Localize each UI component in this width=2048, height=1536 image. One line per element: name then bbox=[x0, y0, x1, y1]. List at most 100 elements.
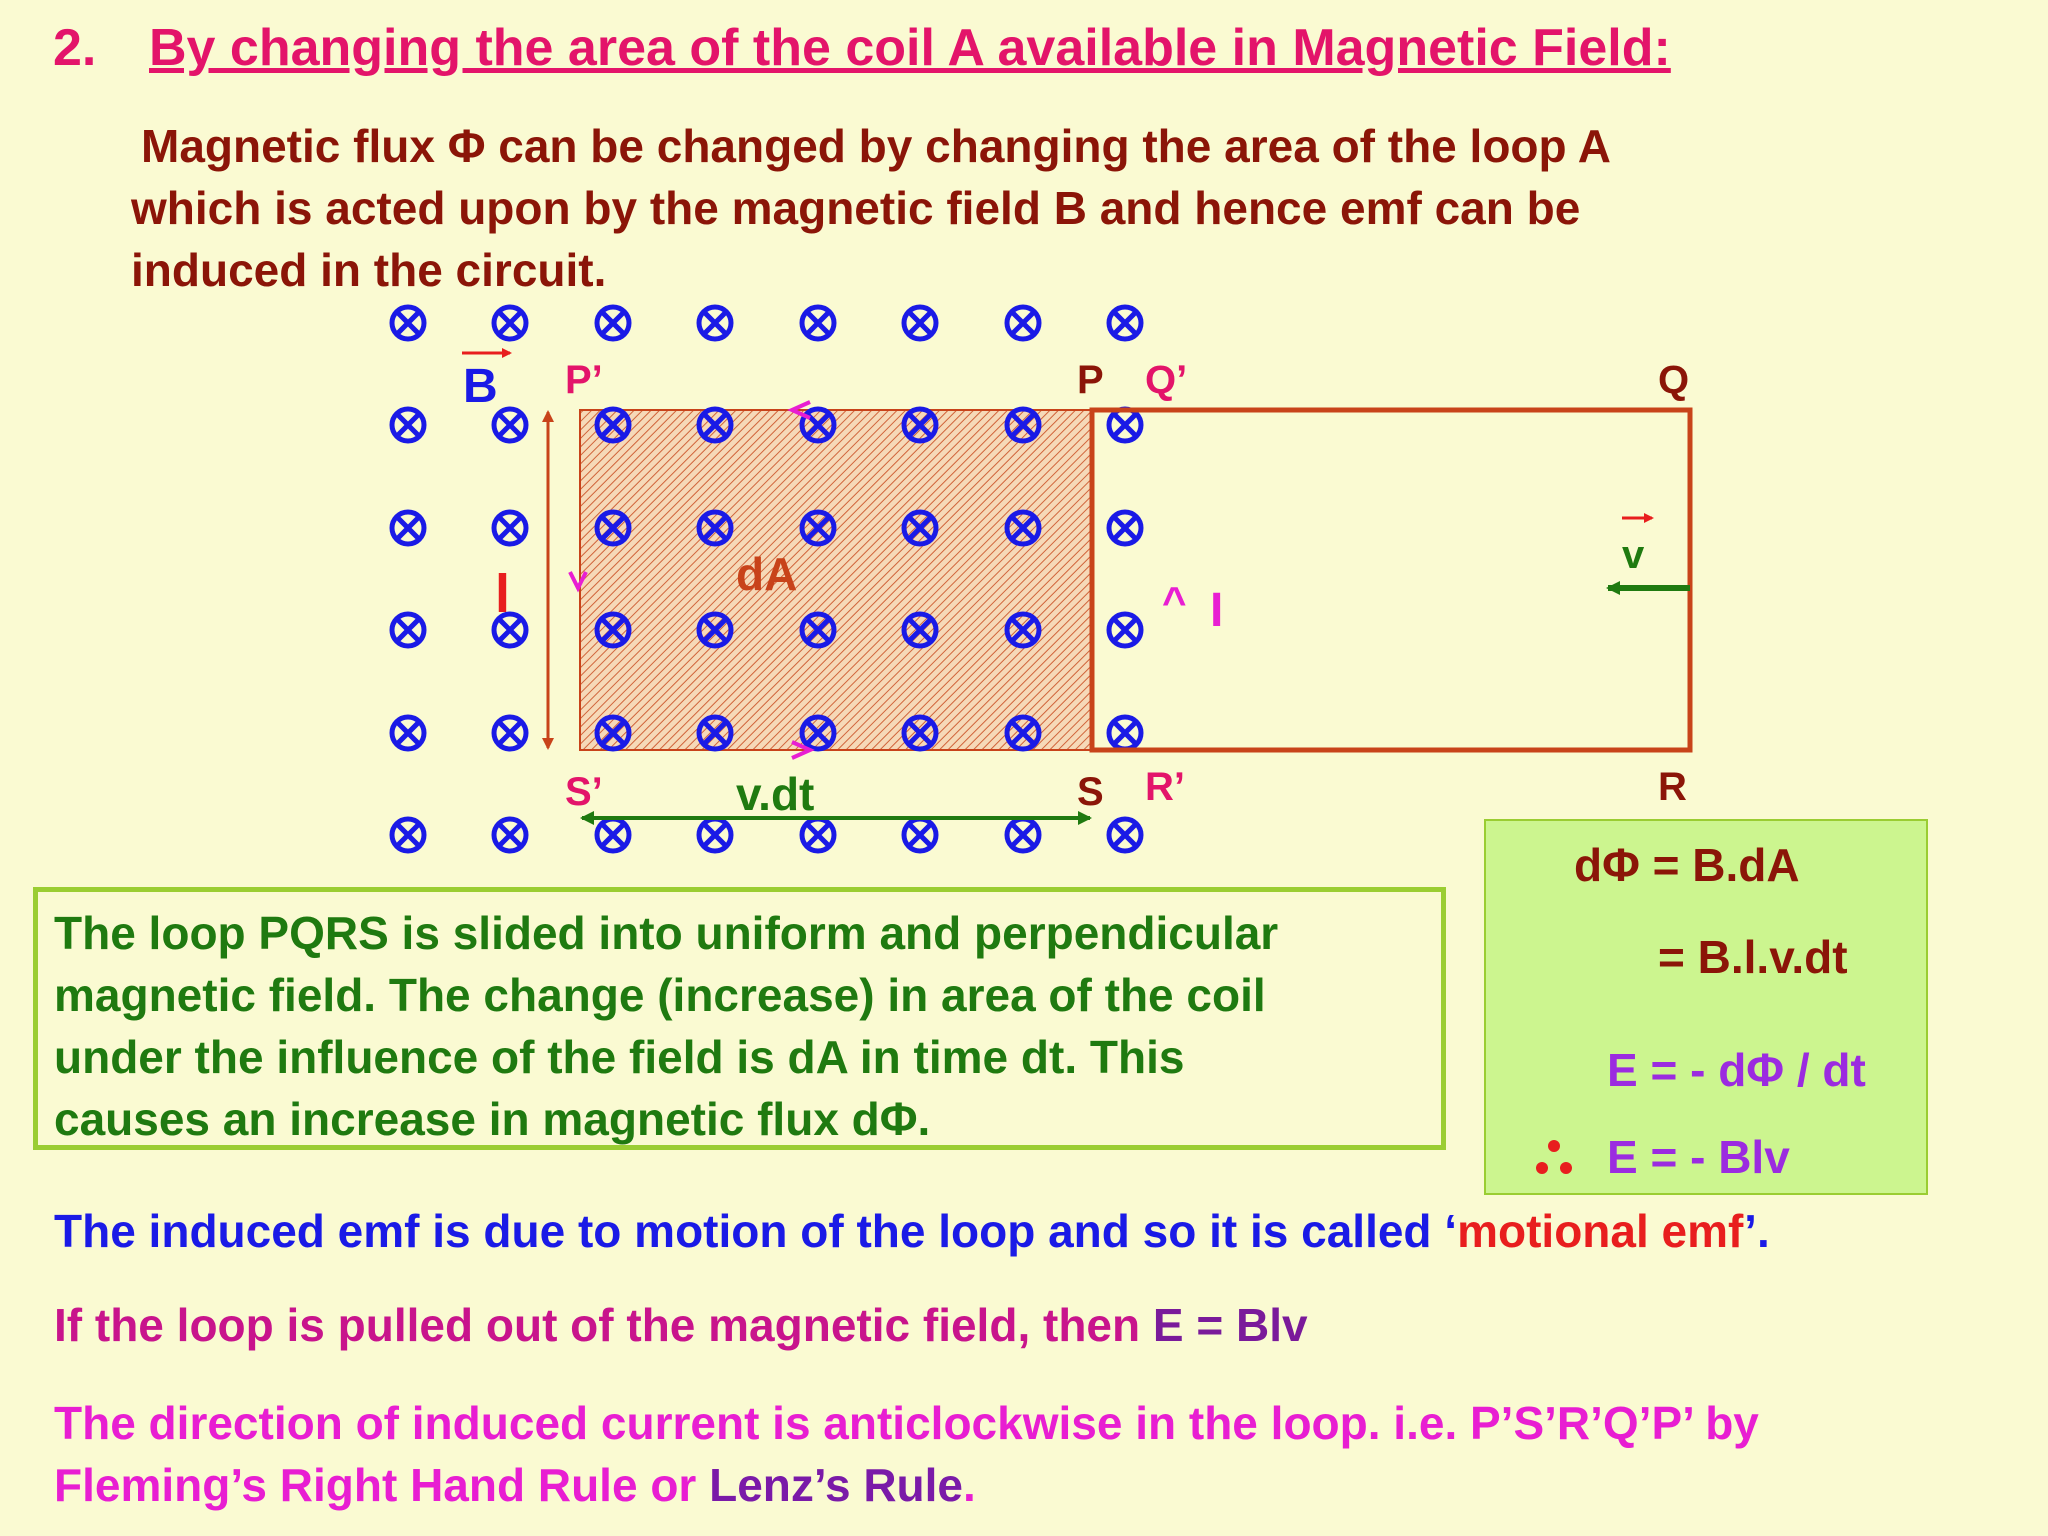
field-into-page-icon bbox=[799, 611, 837, 649]
field-into-page-icon bbox=[491, 816, 529, 854]
explanation-text: The loop PQRS is slided into uniform and… bbox=[54, 902, 1278, 1150]
field-into-page-icon bbox=[491, 304, 529, 342]
magnetic-field-grid bbox=[389, 304, 1144, 854]
label-v-dt: v.dt bbox=[736, 768, 814, 820]
field-into-page-icon bbox=[901, 304, 939, 342]
field-into-page-icon bbox=[491, 406, 529, 444]
formula-dphi: dΦ = B.dA bbox=[1574, 839, 1800, 891]
field-into-page-icon bbox=[901, 509, 939, 547]
label-P: P bbox=[1077, 358, 1104, 402]
label-R-prime: R’ bbox=[1145, 765, 1185, 809]
intro-paragraph: Magnetic flux Φ can be changed by changi… bbox=[131, 115, 1611, 301]
field-into-page-icon bbox=[1004, 304, 1042, 342]
formula-blvdt: = B.l.v.dt bbox=[1658, 931, 1848, 983]
field-into-page-icon bbox=[1004, 714, 1042, 752]
heading-number: 2. bbox=[53, 19, 97, 77]
pulled-out-text: If the loop is pulled out of the magneti… bbox=[54, 1299, 1153, 1351]
swept-area-dA bbox=[579, 409, 1093, 751]
explanation-line-4: causes an increase in magnetic flux dΦ. bbox=[54, 1093, 931, 1145]
current-direction-line-1: The direction of induced current is anti… bbox=[54, 1397, 1759, 1449]
field-into-page-icon bbox=[1106, 304, 1144, 342]
field-into-page-icon bbox=[389, 509, 427, 547]
formula-box bbox=[1484, 819, 1928, 1195]
slide-heading: 2. By changing the area of the coil A ava… bbox=[53, 18, 1671, 78]
current-direction-line-2: Fleming’s Right Hand Rule or Lenz’s Rule… bbox=[54, 1454, 1759, 1516]
field-into-page-icon bbox=[696, 816, 734, 854]
label-length-l: l bbox=[495, 564, 510, 624]
field-into-page-icon bbox=[1106, 816, 1144, 854]
field-into-page-icon bbox=[799, 509, 837, 547]
label-dA: dA bbox=[736, 548, 797, 600]
field-into-page-icon bbox=[1004, 816, 1042, 854]
label-P-prime: P’ bbox=[565, 358, 603, 402]
intro-line-1: Magnetic flux Φ can be changed by changi… bbox=[141, 120, 1611, 172]
motional-emf-term: motional emf bbox=[1457, 1205, 1745, 1257]
current-arrow-top bbox=[787, 400, 811, 420]
field-into-page-icon bbox=[389, 816, 427, 854]
pulled-out-formula: E = Blv bbox=[1152, 1299, 1308, 1351]
heading-title: By changing the area of the coil A avail… bbox=[149, 19, 1671, 77]
field-into-page-icon bbox=[389, 304, 427, 342]
field-into-page-icon bbox=[389, 406, 427, 444]
field-into-page-icon bbox=[1106, 406, 1144, 444]
field-into-page-icon bbox=[491, 611, 529, 649]
current-direction-statement: The direction of induced current is anti… bbox=[54, 1392, 1759, 1516]
intro-line-3: induced in the circuit. bbox=[131, 244, 607, 296]
loop-PQRS bbox=[1089, 407, 1693, 753]
field-into-page-icon bbox=[901, 714, 939, 752]
field-into-page-icon bbox=[1004, 509, 1042, 547]
field-into-page-icon bbox=[901, 816, 939, 854]
field-into-page-icon bbox=[389, 714, 427, 752]
field-into-page-icon bbox=[594, 304, 632, 342]
field-into-page-icon bbox=[594, 509, 632, 547]
formula-emf-result: E = - Blv bbox=[1607, 1131, 1790, 1183]
field-into-page-icon bbox=[799, 406, 837, 444]
current-arrow-left bbox=[568, 571, 588, 593]
label-Q-prime: Q’ bbox=[1145, 358, 1187, 402]
motional-emf-text: The induced emf is due to motion of the … bbox=[54, 1205, 1458, 1257]
motional-emf-close: ’. bbox=[1744, 1205, 1770, 1257]
intro-line-2: which is acted upon by the magnetic fiel… bbox=[131, 182, 1581, 234]
field-into-page-icon bbox=[1106, 509, 1144, 547]
field-into-page-icon bbox=[696, 406, 734, 444]
pulled-out-statement: If the loop is pulled out of the magneti… bbox=[54, 1298, 1308, 1352]
label-S: S bbox=[1077, 770, 1104, 814]
label-Q: Q bbox=[1658, 358, 1689, 402]
field-into-page-icon bbox=[901, 406, 939, 444]
label-B: B bbox=[463, 360, 498, 413]
field-into-page-icon bbox=[1004, 406, 1042, 444]
field-into-page-icon bbox=[389, 611, 427, 649]
field-into-page-icon bbox=[799, 714, 837, 752]
field-into-page-icon bbox=[594, 714, 632, 752]
label-v: v bbox=[1622, 533, 1645, 577]
label-R: R bbox=[1658, 765, 1687, 809]
explanation-line-1: The loop PQRS is slided into uniform and… bbox=[54, 907, 1279, 959]
field-into-page-icon bbox=[491, 714, 529, 752]
current-direction-period: . bbox=[963, 1459, 976, 1511]
current-arrow-bottom bbox=[791, 740, 815, 760]
flemings-rule-text: Fleming’s Right Hand Rule or bbox=[54, 1459, 710, 1511]
field-into-page-icon bbox=[594, 406, 632, 444]
field-into-page-icon bbox=[901, 611, 939, 649]
explanation-line-2: magnetic field. The change (increase) in… bbox=[54, 969, 1266, 1021]
field-into-page-icon bbox=[1004, 611, 1042, 649]
formula-emf-definition: E = - dΦ / dt bbox=[1607, 1044, 1866, 1096]
field-into-page-icon bbox=[1106, 714, 1144, 752]
field-into-page-icon bbox=[696, 304, 734, 342]
explanation-line-3: under the influence of the field is dA i… bbox=[54, 1031, 1185, 1083]
current-direction-caret: ^ bbox=[1162, 578, 1187, 625]
field-into-page-icon bbox=[696, 611, 734, 649]
label-current-I: I bbox=[1210, 584, 1223, 637]
field-into-page-icon bbox=[696, 509, 734, 547]
motional-emf-statement: The induced emf is due to motion of the … bbox=[54, 1204, 1770, 1258]
field-into-page-icon bbox=[594, 611, 632, 649]
label-S-prime: S’ bbox=[565, 770, 603, 814]
field-into-page-icon bbox=[696, 714, 734, 752]
therefore-icon bbox=[1536, 1140, 1572, 1174]
lenz-rule-text: Lenz’s Rule bbox=[709, 1459, 964, 1511]
field-into-page-icon bbox=[594, 816, 632, 854]
field-into-page-icon bbox=[799, 816, 837, 854]
field-into-page-icon bbox=[1106, 611, 1144, 649]
explanation-box bbox=[33, 887, 1446, 1150]
